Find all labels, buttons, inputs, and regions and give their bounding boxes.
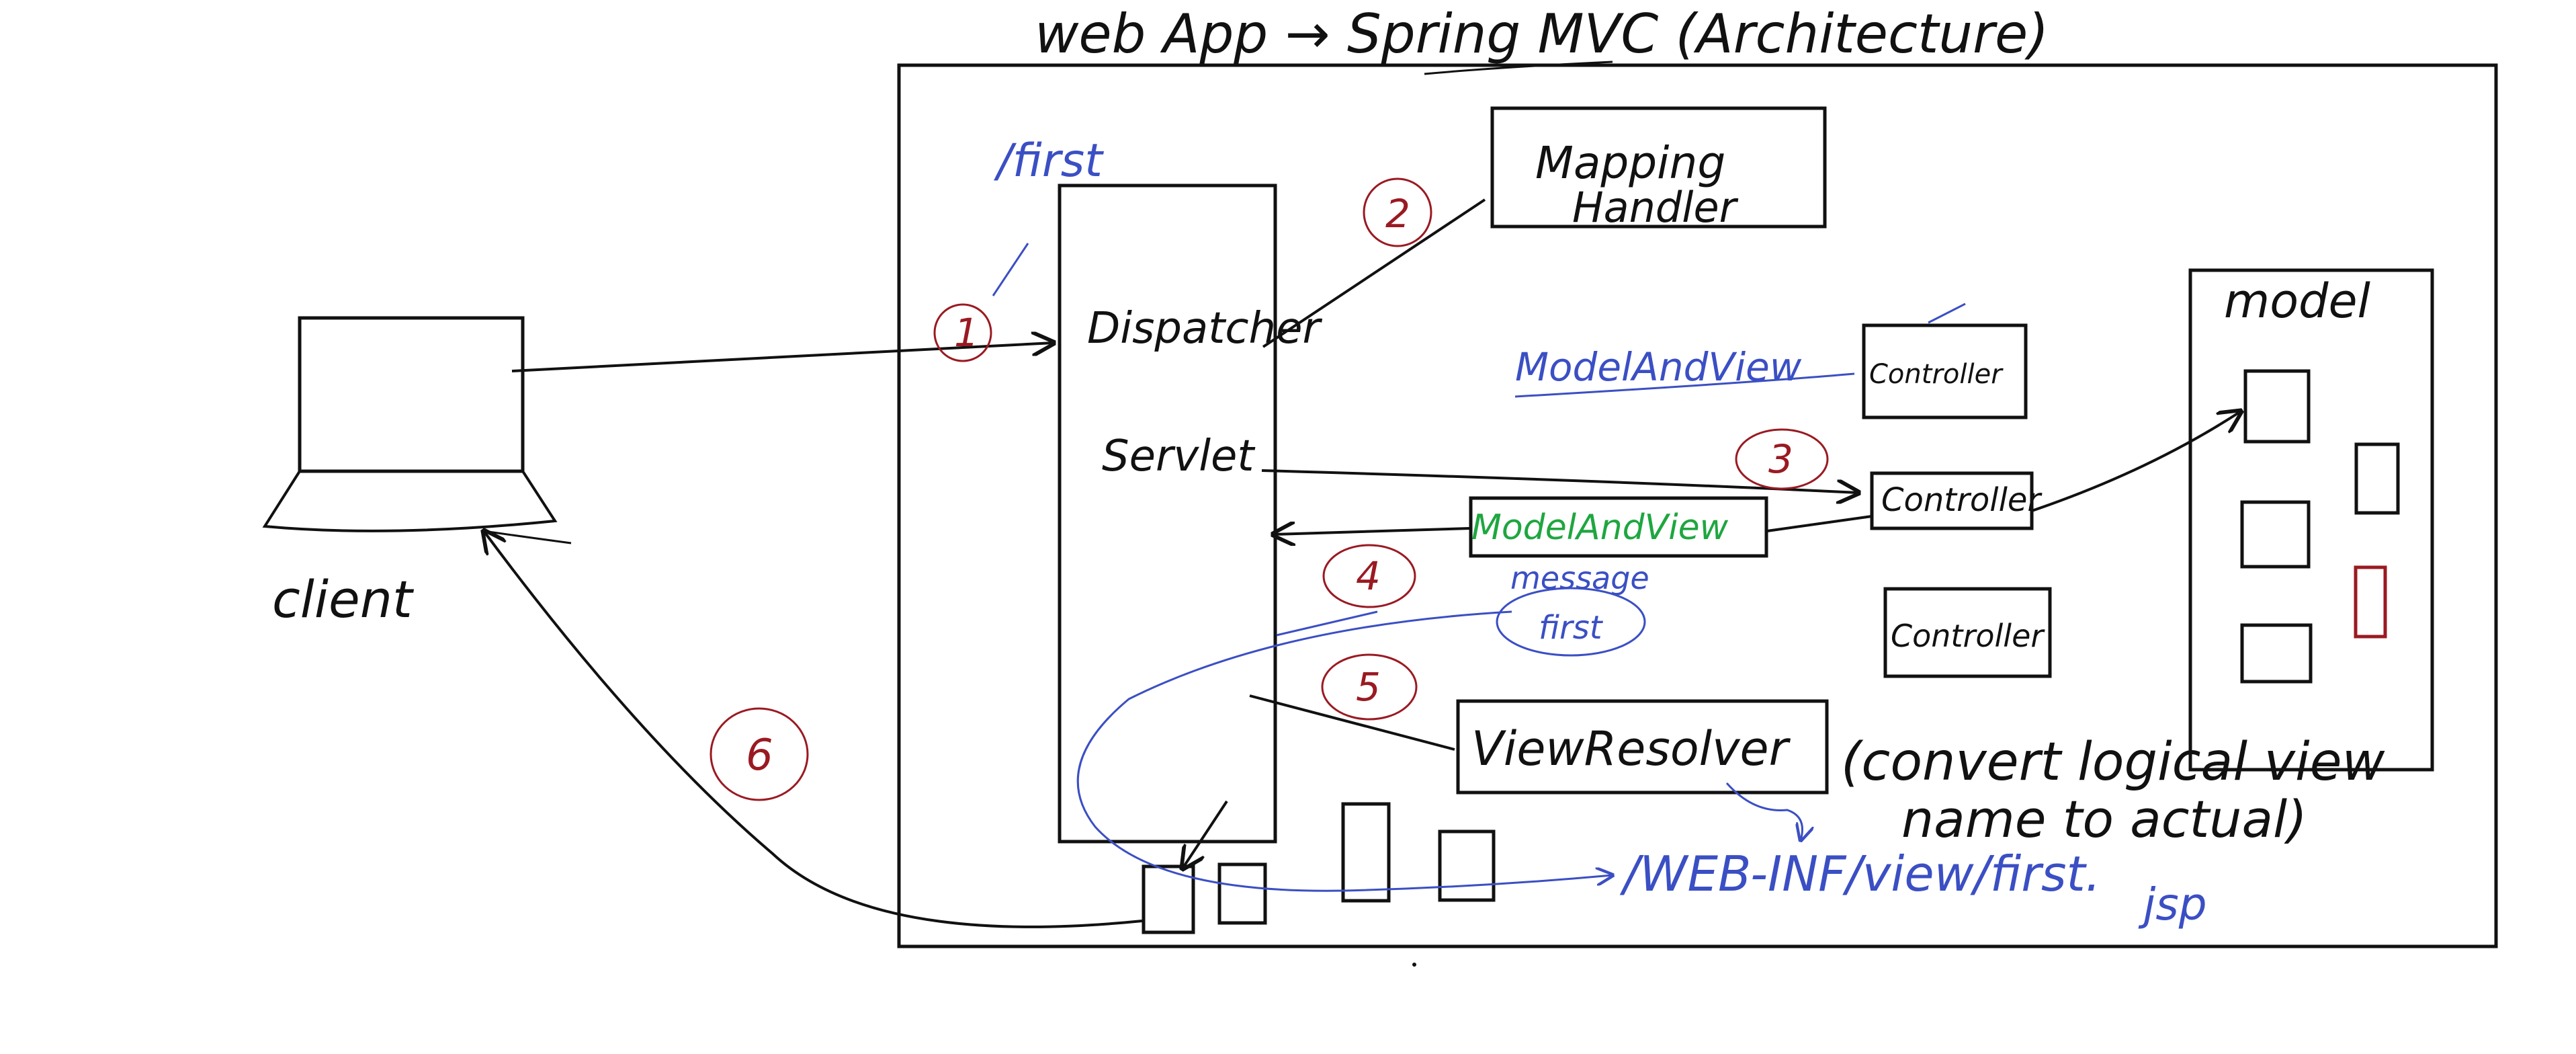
model-item-3 bbox=[2240, 500, 2311, 569]
controller-box-middle bbox=[1870, 471, 2034, 530]
line-dispatcher-to-mapping bbox=[1262, 198, 1486, 348]
client-label: client bbox=[272, 569, 415, 629]
diagram-title: web App → Spring MVC (Architecture) bbox=[1035, 3, 2049, 65]
view-box-2 bbox=[1217, 862, 1267, 925]
model-and-view-green-label: ModelAndView bbox=[1471, 508, 1729, 548]
view-resolver-box bbox=[1456, 699, 1829, 795]
step-4: 4 bbox=[1322, 544, 1416, 608]
mapping-handler-line2: Handler bbox=[1572, 183, 1739, 232]
view-resolver-note-line2: name to actual) bbox=[1901, 789, 2307, 849]
controller-label-top: Controller bbox=[1869, 359, 2004, 390]
model-and-view-blue-underline bbox=[1514, 372, 1855, 398]
arrow-controller-to-model bbox=[2031, 411, 2241, 512]
message-circle bbox=[1496, 587, 1646, 657]
dispatcher-label-line1: Dispatcher bbox=[1087, 304, 1322, 354]
url-tick bbox=[992, 243, 1029, 296]
dispatcher-label-line2: Servlet bbox=[1102, 432, 1256, 481]
model-item-1 bbox=[2243, 369, 2311, 444]
arrow-mav-to-dispatcher bbox=[1273, 528, 1471, 534]
model-item-2 bbox=[2354, 442, 2400, 515]
arrow-response-to-client bbox=[484, 531, 1143, 928]
laptop-screen bbox=[298, 316, 525, 473]
controller-box-bottom bbox=[1883, 587, 2052, 678]
message-line1: message bbox=[1510, 560, 1649, 596]
step-5: 5 bbox=[1321, 653, 1418, 721]
model-item-red bbox=[2354, 565, 2387, 639]
client-laptop bbox=[262, 316, 558, 532]
jsp-path-line2: jsp bbox=[2138, 879, 2207, 930]
step-1: 1 bbox=[933, 303, 992, 362]
model-and-view-box bbox=[1469, 496, 1768, 558]
jsp-path-line1: /WEB-INF/view/first. bbox=[1619, 846, 2101, 902]
step-6-number: 6 bbox=[746, 731, 773, 780]
step-4-number: 4 bbox=[1356, 553, 1381, 599]
title-underline bbox=[1424, 60, 1613, 75]
step-6: 6 bbox=[710, 707, 809, 801]
step-3: 3 bbox=[1735, 428, 1829, 490]
controller-label-bottom: Controller bbox=[1891, 618, 2045, 654]
message-line2: first bbox=[1539, 609, 1604, 647]
blue-back-stroke bbox=[1276, 610, 1378, 637]
arrow-dispatcher-to-view-box bbox=[1183, 800, 1228, 868]
view-box-1 bbox=[1142, 864, 1195, 934]
arrow-client-to-dispatcher bbox=[511, 343, 1054, 372]
controller-label-middle: Controller bbox=[1881, 481, 2043, 519]
step-5-number: 5 bbox=[1356, 664, 1381, 710]
view-box-3 bbox=[1341, 802, 1391, 903]
blue-loop-arrow bbox=[1076, 610, 1613, 892]
step-3-number: 3 bbox=[1768, 436, 1793, 482]
step-2-number: 2 bbox=[1385, 191, 1410, 237]
line-dispatcher-to-view-resolver bbox=[1249, 694, 1455, 751]
model-and-view-blue-label: ModelAndView bbox=[1515, 344, 1802, 390]
laptop-base bbox=[262, 470, 558, 532]
view-box-4 bbox=[1438, 829, 1496, 902]
web-app-container bbox=[897, 63, 2498, 948]
step-1-number: 1 bbox=[954, 310, 979, 356]
mapping-handler-line1: Mapping bbox=[1535, 137, 1725, 189]
controller-top-tick bbox=[1928, 302, 1966, 324]
model-item-4 bbox=[2240, 623, 2313, 684]
model-label: model bbox=[2224, 274, 2371, 329]
line-controller-to-mav bbox=[1766, 515, 1873, 532]
step-2: 2 bbox=[1363, 177, 1432, 247]
controller-box-top bbox=[1862, 323, 2028, 419]
client-flourish bbox=[483, 530, 572, 544]
view-resolver-label: ViewResolver bbox=[1471, 721, 1791, 776]
dispatcher-url: /first bbox=[994, 134, 1104, 188]
resolver-to-path-arrow bbox=[1725, 782, 1803, 840]
stray-dot bbox=[1412, 963, 1416, 967]
view-resolver-note-line1: (convert logical view bbox=[1841, 732, 2385, 793]
model-container bbox=[2188, 268, 2434, 772]
dispatcher-servlet-box bbox=[1058, 184, 1277, 844]
mapping-handler-box bbox=[1490, 106, 1827, 229]
